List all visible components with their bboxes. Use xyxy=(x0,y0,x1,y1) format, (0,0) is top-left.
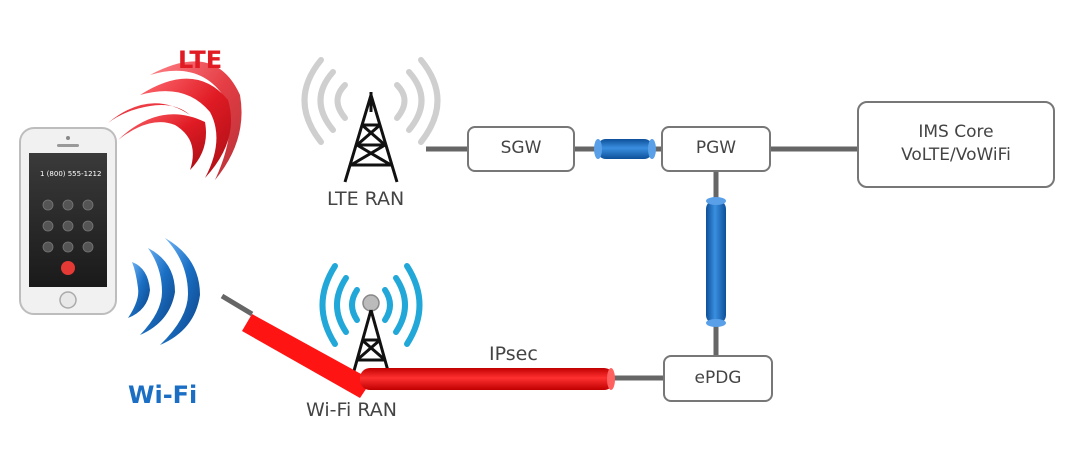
node-boxes xyxy=(467,101,1055,402)
ims-core-label: IMS Core VoLTE/VoWiFi xyxy=(858,121,1054,167)
ims-core-line2: VoLTE/VoWiFi xyxy=(901,145,1011,165)
wifi-ran-label: Wi-Fi RAN xyxy=(306,399,398,421)
phone-number: 1 (800) 555-1212 xyxy=(40,170,102,178)
connector-lines xyxy=(220,146,858,381)
ims-core-line1: IMS Core xyxy=(918,122,994,142)
pgw-epdg-tunnel xyxy=(706,197,726,327)
epdg-label: ePDG xyxy=(694,368,742,388)
pgw-label: PGW xyxy=(695,138,737,158)
line-wifi-device xyxy=(220,293,254,317)
ims-core-box xyxy=(857,101,1055,188)
lte-waves-icon xyxy=(108,61,242,181)
lte-ran-label: LTE RAN xyxy=(327,188,405,210)
ipsec-label: IPsec xyxy=(489,343,538,365)
sgw-box xyxy=(467,126,575,172)
pgw-box xyxy=(661,126,771,172)
sgw-label: SGW xyxy=(500,138,542,158)
epdg-box xyxy=(663,355,773,402)
sgw-pgw-tunnel xyxy=(594,139,656,159)
wifi-label: Wi-Fi xyxy=(128,381,198,409)
wifi-waves-icon xyxy=(128,238,200,345)
phone-icon xyxy=(19,127,117,315)
lte-tower-icon xyxy=(301,57,441,183)
ipsec-tunnel xyxy=(242,314,615,398)
lte-label: LTE xyxy=(178,46,223,74)
wifi-tower-icon xyxy=(319,263,423,379)
